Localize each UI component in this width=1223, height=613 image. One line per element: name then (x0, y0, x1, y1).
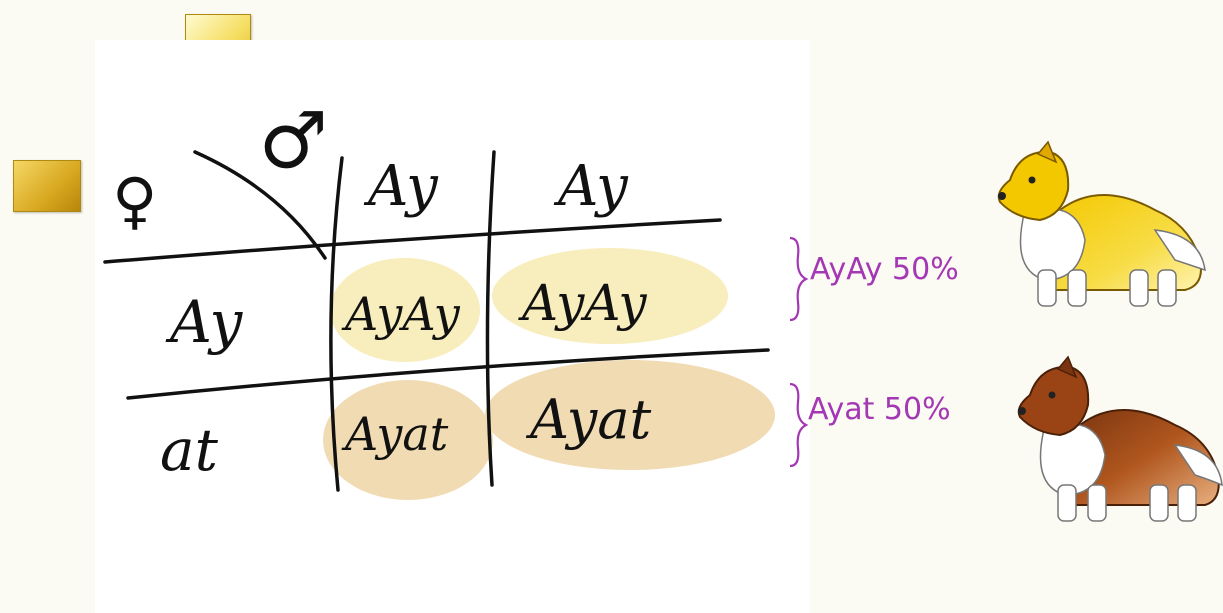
female-allele-2: at (160, 416, 219, 484)
result-ayay: AyAy 50% (810, 252, 959, 287)
result-ayat: Ayat 50% (808, 392, 951, 427)
red-sable-sheltie-icon (1017, 355, 1223, 522)
punnett-square: ♀ ♂ Ay Ay Ay at AyAy AyAy Ayat Ayat (103, 97, 775, 500)
dark-yellow-swatch (13, 160, 81, 212)
highlight-cell-1-2 (492, 248, 728, 344)
highlight-cell-2-1 (323, 380, 493, 500)
female-symbol: ♀ (112, 164, 157, 237)
grid-lines (103, 150, 770, 492)
cell-1-2: AyAy (518, 274, 647, 332)
highlight-cell-1-1 (330, 258, 480, 362)
male-allele-2: Ay (553, 154, 629, 219)
male-symbol: ♂ (258, 97, 328, 187)
brace-bottom (789, 382, 809, 468)
cell-2-2: Ayat (525, 388, 652, 451)
cell-2-1: Ayat (341, 407, 449, 461)
brace-top (789, 236, 809, 322)
highlight-cell-2-2 (485, 360, 775, 470)
punnett-paper: ♀ ♂ Ay Ay Ay at AyAy AyAy Ayat Ayat (95, 40, 810, 613)
cell-1-1: AyAy (341, 287, 461, 341)
female-allele-1: Ay (165, 288, 244, 356)
male-allele-1: Ay (363, 154, 439, 219)
yellow-sable-sheltie-icon (997, 140, 1206, 307)
